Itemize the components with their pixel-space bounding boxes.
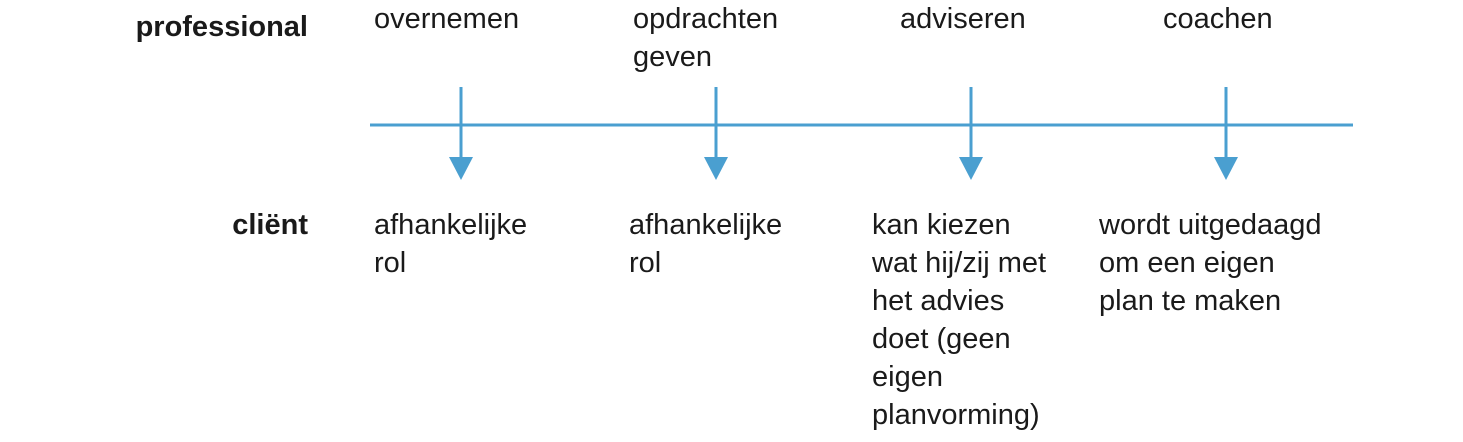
step-3-arrow [959,87,983,180]
step-1-professional-action: overnemen [374,3,520,35]
step-2-client-role: afhankelijke rol [629,209,783,279]
step-2-arrowhead [704,157,728,180]
step-4-professional-action: coachen [1163,3,1273,35]
row-label-professional: professional [135,11,308,43]
step-2-professional-action: opdrachten geven [633,3,779,73]
step-3-client-role: kan kiezen wat hij/zij met het advies do… [872,209,1047,431]
step-3-arrowhead [959,157,983,180]
step-2-arrow [704,87,728,180]
step-4-client-role: wordt uitgedaagd om een eigen plan te ma… [1099,209,1322,317]
step-1-arrowhead [449,157,473,180]
step-3-professional-action: adviseren [900,3,1026,35]
step-1-client-role: afhankelijke rol [374,209,528,279]
row-label-client: cliënt [232,209,308,241]
step-1-arrow [449,87,473,180]
step-4-arrow [1214,87,1238,180]
step-4-arrowhead [1214,157,1238,180]
